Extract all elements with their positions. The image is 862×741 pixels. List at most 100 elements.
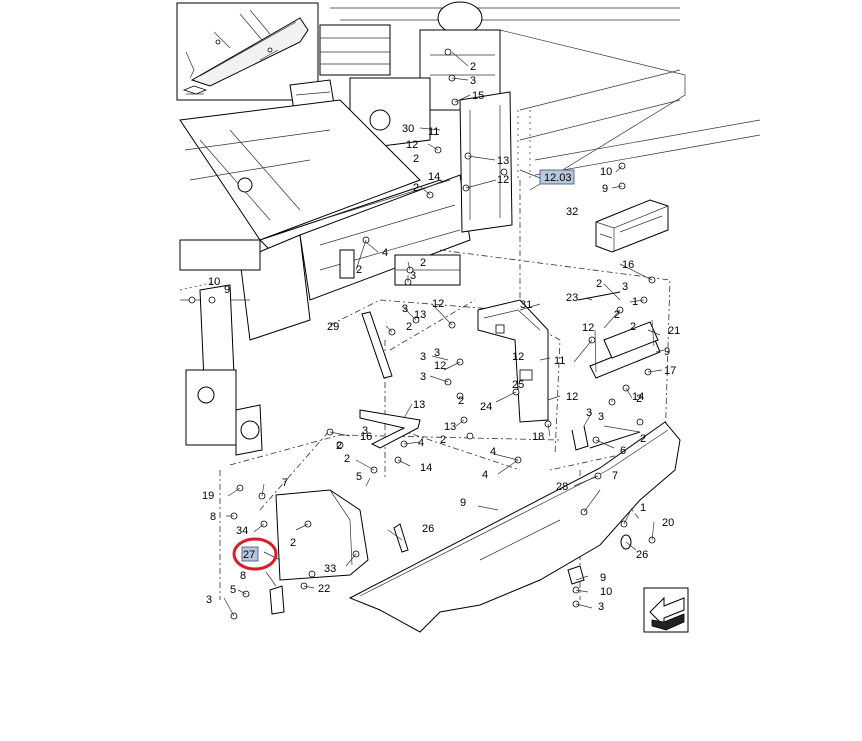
callout-label: 2 <box>458 395 464 407</box>
leader-lines <box>223 51 665 617</box>
highlight-ring <box>232 537 278 571</box>
callout-label: 19 <box>202 490 214 502</box>
callout-label: 3 <box>598 411 604 423</box>
callout-label: 28 <box>556 481 568 493</box>
callout-label: 23 <box>566 292 578 304</box>
callout-label: 6 <box>620 445 626 457</box>
callout-label: 7 <box>282 477 288 489</box>
callout-label: 5 <box>230 584 236 596</box>
callout-label: 2 <box>420 257 426 269</box>
callout-label: 2 <box>470 61 476 73</box>
machine-frame <box>179 1 761 456</box>
callout-label: 2 <box>356 264 362 276</box>
callout-label: 4 <box>382 247 388 259</box>
callout-label: 3 <box>622 281 628 293</box>
reference-badge-label: 27 <box>243 549 255 561</box>
part-21-support <box>589 319 661 379</box>
callout-label: 2 <box>440 434 446 446</box>
callout-label: 2 <box>344 453 350 465</box>
callout-label: 21 <box>668 325 680 337</box>
callout-label: 12 <box>497 174 509 186</box>
callout-label: 7 <box>612 470 618 482</box>
callout-label: 9 <box>224 284 230 296</box>
view-marker-icon <box>182 85 208 95</box>
callout-label: 1 <box>632 296 638 308</box>
callout-label: 18 <box>532 431 544 443</box>
part-22-bracket <box>567 565 585 585</box>
callout-labels: 2 3 15 30 11 12 13 12 2 14 2 10 9 32 4 2… <box>202 61 680 613</box>
callout-label: 2 <box>413 153 419 165</box>
part-31-bracket <box>477 299 549 423</box>
callout-label: 9 <box>460 497 466 509</box>
callout-label: 3 <box>598 601 604 613</box>
callout-label: 3 <box>206 594 212 606</box>
callout-label: 29 <box>327 321 339 333</box>
callout-label: 15 <box>472 90 484 102</box>
reference-badge-27[interactable]: 27 <box>241 546 259 562</box>
callout-label: 4 <box>490 446 496 458</box>
callout-label: 17 <box>664 365 676 377</box>
callout-label: 31 <box>520 299 532 311</box>
part-33-bracket <box>269 585 285 615</box>
callout-label: 9 <box>602 183 608 195</box>
callout-label: 30 <box>402 123 414 135</box>
callout-label: 12 <box>512 351 524 363</box>
callout-label: 4 <box>418 437 424 449</box>
part-18-rod <box>589 431 641 449</box>
part-24-clip <box>571 425 589 451</box>
callout-label: 3 <box>402 303 408 315</box>
callout-label: 14 <box>632 391 644 403</box>
orientation-arrow-icon <box>643 587 689 633</box>
callout-label: 13 <box>413 399 425 411</box>
reference-badge-12-03[interactable]: 12.03 <box>539 169 575 185</box>
callout-label: 25 <box>512 379 524 391</box>
callout-label: 32 <box>566 206 578 218</box>
callout-label: 8 <box>210 511 216 523</box>
callout-label: 8 <box>240 570 246 582</box>
reference-badge-label: 12.03 <box>544 172 572 184</box>
callout-label: 26 <box>636 549 648 561</box>
callout-label: 2 <box>636 393 642 405</box>
callout-label: 12 <box>432 298 444 310</box>
part-34-strip <box>393 523 409 553</box>
callout-label: 2 <box>290 537 296 549</box>
callout-label: 5 <box>356 471 362 483</box>
callout-label: 3 <box>420 351 426 363</box>
callout-label: 11 <box>428 126 439 138</box>
part-32-cover <box>595 199 669 253</box>
callout-label: 20 <box>662 517 674 529</box>
callout-label: 26 <box>422 523 434 535</box>
callout-label: 22 <box>318 583 330 595</box>
callout-label: 16 <box>622 259 634 271</box>
callout-label: 4 <box>482 469 488 481</box>
callout-label: 2 <box>413 182 419 194</box>
callout-label: 12 <box>582 322 594 334</box>
part-23-rod <box>577 291 621 301</box>
callout-label: 3 <box>586 407 592 419</box>
callout-label: 3 <box>434 347 440 359</box>
callout-label: 11 <box>554 355 565 367</box>
callout-label: 14 <box>428 171 440 183</box>
callout-label: 3 <box>410 270 416 282</box>
callout-label: 3 <box>470 75 476 87</box>
callout-label: 13 <box>444 421 456 433</box>
part-25-bracket <box>359 409 421 449</box>
callout-label: 24 <box>480 401 492 413</box>
callout-label: 2 <box>596 278 602 290</box>
callout-label: 9 <box>600 572 606 584</box>
callout-label: 34 <box>236 525 248 537</box>
callout-label: 2 <box>630 321 636 333</box>
callout-label: 12 <box>434 360 446 372</box>
callout-label: 13 <box>414 309 426 321</box>
callout-label: 14 <box>420 462 432 474</box>
callout-label: 12 <box>566 391 578 403</box>
callout-label: 2 <box>640 433 646 445</box>
callout-label: 10 <box>208 276 220 288</box>
callout-label: 1 <box>640 502 646 514</box>
callout-label: 10 <box>600 166 612 178</box>
callout-label: 16 <box>360 431 372 443</box>
callout-label: 33 <box>324 563 336 575</box>
part-27-panel <box>275 489 369 581</box>
callout-label: 3 <box>362 425 368 437</box>
